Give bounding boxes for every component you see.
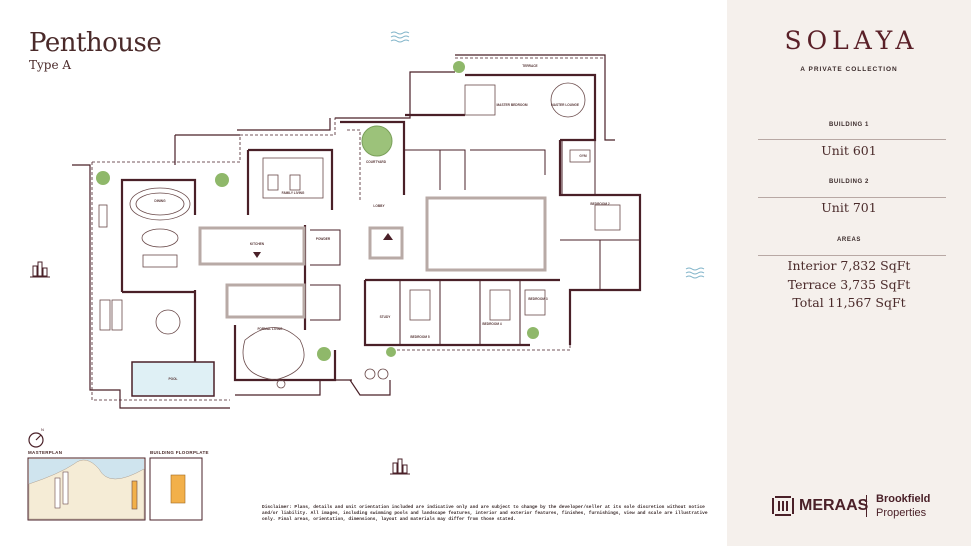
room-label-gym: GYM	[579, 154, 587, 158]
kitchen-islands	[198, 196, 547, 319]
meraas-logo-icon	[772, 496, 794, 516]
compass-icon: N	[28, 427, 44, 448]
courtyard-tree	[361, 125, 393, 157]
room-label-lobby: LOBBY	[373, 204, 385, 208]
entrance-icon	[253, 252, 261, 258]
room-label-bedroom5: BEDROOM 5	[410, 335, 430, 339]
interior-partitions	[310, 140, 640, 345]
building-icon	[30, 261, 50, 278]
room-label-pool: POOL	[168, 377, 177, 381]
room-label-study: STUDY	[380, 315, 392, 319]
svg-text:N: N	[41, 427, 44, 432]
meraas-logo: MERAAS	[799, 497, 869, 514]
divider	[758, 139, 946, 140]
tree-icons	[96, 61, 539, 361]
brand-logo: SOLAYA	[784, 26, 919, 55]
room-label-family: FAMILY LIVING	[282, 191, 305, 195]
terrace-outline	[91, 57, 641, 401]
building-icon	[390, 458, 410, 475]
floor-plan: N	[27, 31, 705, 521]
disclaimer: Disclaimer: Plans, details and unit orie…	[262, 505, 708, 522]
sea-wave-icon	[685, 267, 705, 279]
sea-wave-icon	[390, 31, 410, 43]
building1-label: BUILDING 1	[828, 122, 869, 128]
logo-divider	[866, 495, 867, 517]
floorplate-inset	[149, 457, 203, 521]
page-subtitle: Type A	[29, 58, 72, 72]
room-label-bedroom3: BEDROOM 3	[528, 297, 548, 301]
divider	[758, 255, 946, 256]
brookfield-logo-line1: Brookfield	[876, 493, 931, 505]
exterior-walls	[72, 54, 615, 409]
floorplate-label: BUILDING FLOORPLATE	[150, 450, 209, 455]
room-label-courtyard: COURTYARD	[366, 160, 387, 164]
walls	[120, 73, 642, 382]
pool	[131, 361, 215, 397]
areas-label: AREAS	[836, 237, 861, 243]
page-title: Penthouse	[29, 28, 162, 58]
room-label-kitchen: KITCHEN	[250, 242, 265, 246]
room-label-formal: FORMAL LIVING	[257, 327, 283, 331]
lift-icon	[383, 233, 393, 240]
brand-tagline: A PRIVATE COLLECTION	[800, 66, 898, 73]
room-label-terrace: TERRACE	[522, 64, 537, 68]
terrace-area: Terrace 3,735 SqFt	[787, 277, 911, 292]
building2-unit: Unit 701	[821, 200, 877, 215]
room-label-master-lounge: MASTER LOUNGE	[551, 103, 579, 107]
total-area: Total 11,567 SqFt	[792, 295, 906, 310]
room-label-powder: POWDER	[316, 237, 331, 241]
masterplan-inset	[27, 457, 146, 521]
room-label-bedroom2: BEDROOM 2	[590, 202, 610, 206]
info-panel: SOLAYA A PRIVATE COLLECTION BUILDING 1 U…	[727, 0, 971, 546]
room-label-bedroom4: BEDROOM 4	[482, 322, 502, 326]
masterplan-label: MASTERPLAN	[28, 450, 63, 455]
building1-unit: Unit 601	[821, 143, 877, 158]
room-label-dining: DINING	[154, 199, 166, 203]
building2-label: BUILDING 2	[828, 179, 869, 185]
room-label-master: MASTER BEDROOM	[497, 103, 528, 107]
brookfield-logo-line2: Properties	[876, 507, 927, 519]
furniture	[98, 82, 621, 389]
interior-area: Interior 7,832 SqFt	[787, 258, 911, 273]
divider	[758, 197, 946, 198]
